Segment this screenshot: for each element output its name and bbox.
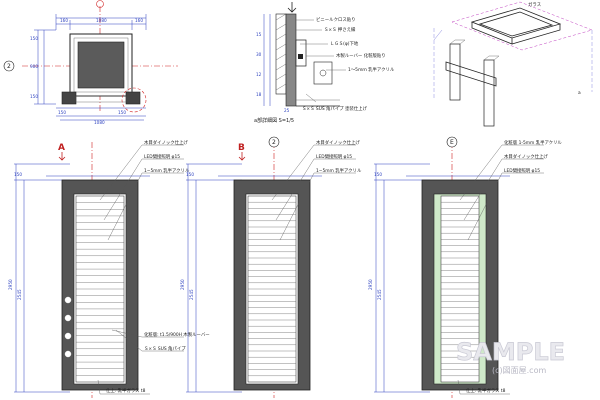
- detail-note-4: 木製ルーバー 化粧版貼り: [336, 52, 386, 59]
- plan-dim-left-2: 900: [30, 64, 38, 69]
- elev-note: 木目ダイノック仕上げ: [144, 139, 188, 146]
- plan-dim-left-3: 150: [30, 94, 38, 99]
- elev-dim-height: 2950: [368, 279, 373, 290]
- elev-note: 化粧版: t1.5/900H 木製ルーバー: [144, 331, 210, 338]
- elev-note: LED間接照明 φ15: [144, 153, 180, 160]
- elev-note: 1∼5mm 乳半アクリル: [316, 167, 362, 174]
- elev-grid-bubble-label: 2: [272, 139, 276, 146]
- plan-box-inner: [77, 41, 125, 89]
- elev-dim-inner: 2545: [377, 289, 382, 300]
- detail-note-5: 1～5ｍｍ 乳半アクリル: [348, 66, 395, 73]
- plan-dim-top-2: 1080: [96, 18, 107, 23]
- detail-caption: a部詳細図 S=1/5: [254, 117, 294, 124]
- detail-dim-5: 25: [284, 108, 290, 113]
- plan-dim-left-1: 150: [30, 36, 38, 41]
- axis-bubble-top: [96, 0, 104, 8]
- elev-dim-inner: 2545: [189, 289, 194, 300]
- elev-dim-top: 150: [374, 172, 382, 177]
- section-detail: 15 30 12 18 25 ビニールクロス貼り Ｓ×Ｓ 押さえ縁 ＬＧＳ(φ)…: [254, 2, 395, 124]
- elev-note: 木目ダイノック仕上げ: [504, 153, 548, 160]
- elev-dim-top: 150: [14, 172, 22, 177]
- plan-grid-bubble-label: 2: [7, 63, 11, 70]
- note-leader: [279, 172, 356, 241]
- iso-label-a: a: [578, 91, 581, 96]
- plan-grid-bubble: [3, 60, 15, 72]
- plan-dim-top-3: 160: [135, 18, 143, 23]
- note-leader: [467, 172, 544, 241]
- detail-dim-3: 12: [256, 72, 262, 77]
- detail-dim-2: 30: [256, 52, 262, 57]
- elev-dim-inner: 2545: [17, 289, 22, 300]
- elev-bottom-note: 仕上: 乳半ガラス t8: [106, 387, 146, 394]
- elev-note: 1∼5mm 乳半アクリル: [144, 167, 190, 174]
- detail-note-2: Ｓ×Ｓ 押さえ縁: [324, 26, 356, 33]
- watermark-main: SAMPLE: [456, 338, 565, 366]
- iso-label-glass: ガラス: [528, 1, 541, 8]
- plan-dim-bottom-2: 150: [118, 110, 126, 115]
- note-leader: [463, 158, 544, 221]
- note-leader: [99, 144, 184, 201]
- elev-dim-height: 2950: [8, 279, 13, 290]
- logo-mark-icon: [64, 350, 72, 358]
- logo-mark-icon: [64, 314, 72, 322]
- elev-grid-letter: B: [238, 143, 245, 153]
- note-leader: [459, 144, 544, 201]
- plan-dim-bottom-3: 1080: [94, 120, 105, 125]
- logo-mark-icon: [64, 332, 72, 340]
- elev-dim-height: 2950: [180, 279, 185, 290]
- elev-note: LED間接照明 φ15: [316, 153, 352, 160]
- plan-view: 160 1080 160 150 900 150 2 150 150 1080: [3, 0, 178, 125]
- plan-dim-top-1: 160: [60, 18, 68, 23]
- elev-grid-bubble-label: E: [450, 139, 454, 146]
- elev-grid-bubble: [446, 136, 458, 148]
- logo-mark-icon: [64, 296, 72, 304]
- note-leader: [275, 158, 356, 221]
- plan-dim-bottom-1: 150: [58, 110, 66, 115]
- note-leader: [103, 158, 184, 221]
- note-leader: [111, 329, 184, 338]
- elev-note: 化粧版 1-5mm 乳半アクリル: [504, 139, 562, 146]
- elev-note: Ｓ×Ｓ SUS 角パイプ: [144, 345, 186, 352]
- detail-note-1: ビニールクロス貼り: [316, 16, 356, 23]
- watermark-sub: (c)図面屋.com: [492, 366, 546, 375]
- elev-note: LED間接照明 φ15: [504, 167, 540, 174]
- detail-note-3: ＬＧＳ(φ)下地: [330, 40, 359, 47]
- elevation-1: A 150 2950 2545 木目ダイノック仕上げ LED間接照明 φ15 1∼5mm 乳…: [8, 139, 210, 398]
- iso-view: a ガラス: [433, 1, 593, 127]
- detail-dim-1: 15: [256, 32, 262, 37]
- elevations: A 150 2950 2545 木目ダイノック仕上げ LED間接照明 φ15 1∼5mm 乳…: [8, 136, 562, 398]
- detail-dim-4: 18: [256, 92, 262, 97]
- watermark: SAMPLE (c)図面屋.com: [456, 338, 566, 375]
- elevation-2: B 2 150 2950 2545 木目ダイノック仕上げ LED間接照明 φ15 1∼5mm …: [180, 136, 362, 398]
- note-leader: [107, 172, 184, 241]
- elev-dim-top: 150: [186, 172, 194, 177]
- note-leader: [271, 144, 356, 201]
- detail-note-6: Ｓ×Ｓ SUS 角パイプ 塗装仕上げ: [302, 105, 368, 112]
- elev-bottom-note: 仕上: 乳半ガラス t8: [466, 387, 506, 394]
- elev-note: 木目ダイノック仕上げ: [316, 139, 360, 146]
- elev-grid-bubble: [268, 136, 280, 148]
- note-leader: [115, 329, 184, 352]
- elev-grid-letter: A: [58, 143, 65, 153]
